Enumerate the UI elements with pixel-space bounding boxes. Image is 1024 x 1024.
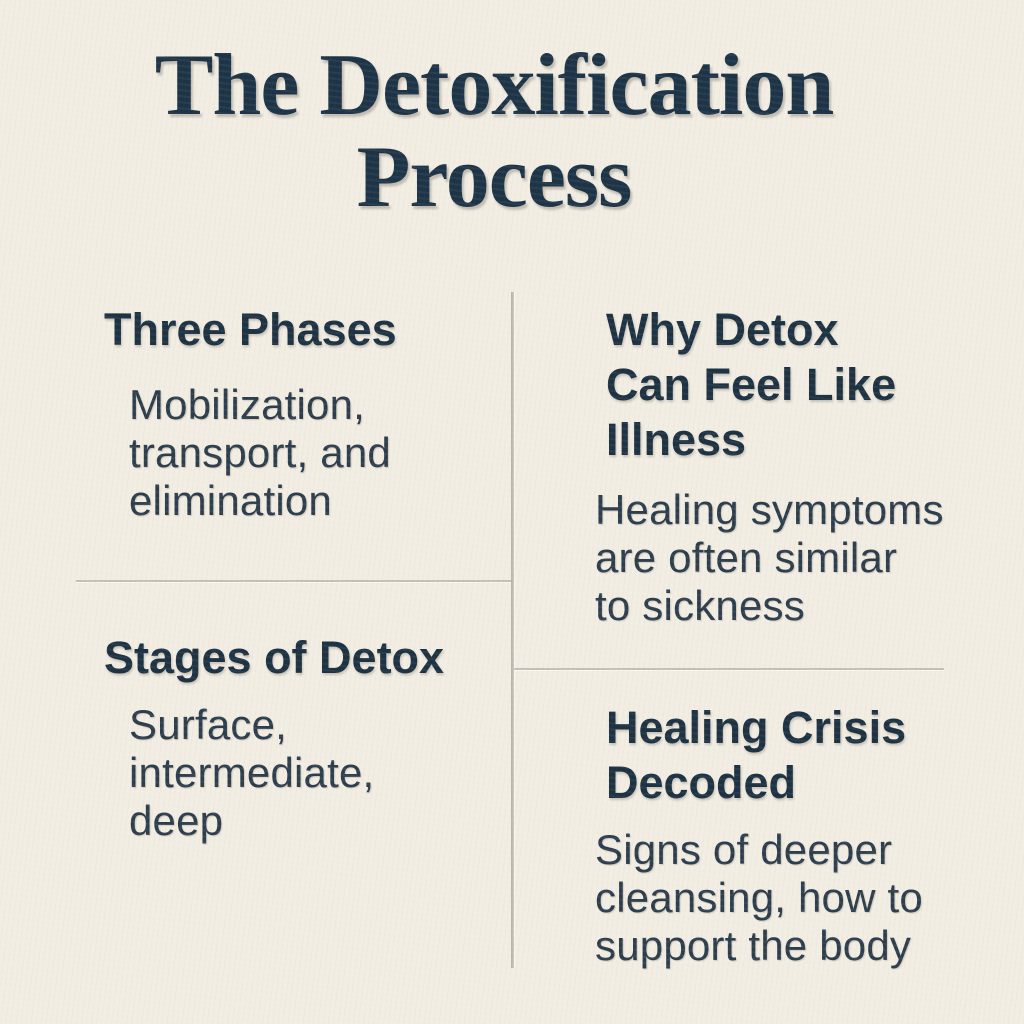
section-why-detox-body: Healing symptoms are often similar to si… [595, 486, 1006, 630]
section-stages-body: Surface, intermediate, deep [129, 701, 504, 845]
vertical-divider [511, 292, 514, 968]
heading-line: Healing Crisis [606, 702, 907, 753]
section-healing-crisis-decoded: Healing Crisis Decoded Signs of deeper c… [595, 700, 1006, 970]
page-title: The Detoxification Process [0, 40, 988, 224]
section-stages-of-detox: Stages of Detox Surface, intermediate, d… [104, 630, 504, 845]
body-line: Surface, [129, 701, 288, 748]
section-stages-heading: Stages of Detox [104, 630, 504, 685]
heading-line: Illness [606, 414, 747, 465]
heading-line: Stages of Detox [104, 632, 445, 683]
heading-line: Can Feel Like [606, 359, 897, 410]
section-three-phases: Three Phases Mobilization, transport, an… [104, 302, 504, 525]
section-healing-crisis-heading: Healing Crisis Decoded [606, 700, 1006, 810]
section-healing-crisis-body: Signs of deeper cleansing, how to suppor… [595, 826, 1006, 970]
body-line: Healing symptoms [595, 486, 944, 533]
page-title-line-1: The Detoxification [154, 37, 835, 134]
left-horizontal-divider [76, 580, 511, 582]
heading-line: Three Phases [104, 304, 397, 355]
body-line: are often similar [595, 534, 898, 581]
body-line: cleansing, how to [595, 874, 923, 921]
heading-line: Why Detox [606, 304, 839, 355]
body-line: Mobilization, [129, 381, 366, 428]
body-line: elimination [129, 477, 332, 524]
heading-line: Decoded [606, 757, 797, 808]
body-line: intermediate, [129, 749, 375, 796]
page-title-line-2: Process [356, 129, 633, 226]
body-line: transport, and [129, 429, 391, 476]
body-line: support the body [595, 922, 912, 969]
body-line: Signs of deeper [595, 826, 893, 873]
section-why-detox-can-feel-like-illness: Why Detox Can Feel Like Illness Healing … [595, 302, 1006, 630]
body-line: deep [129, 797, 224, 844]
right-horizontal-divider [514, 668, 944, 670]
section-three-phases-body: Mobilization, transport, and elimination [129, 381, 504, 525]
body-line: to sickness [595, 582, 805, 629]
section-three-phases-heading: Three Phases [104, 302, 504, 357]
section-why-detox-heading: Why Detox Can Feel Like Illness [606, 302, 1006, 467]
